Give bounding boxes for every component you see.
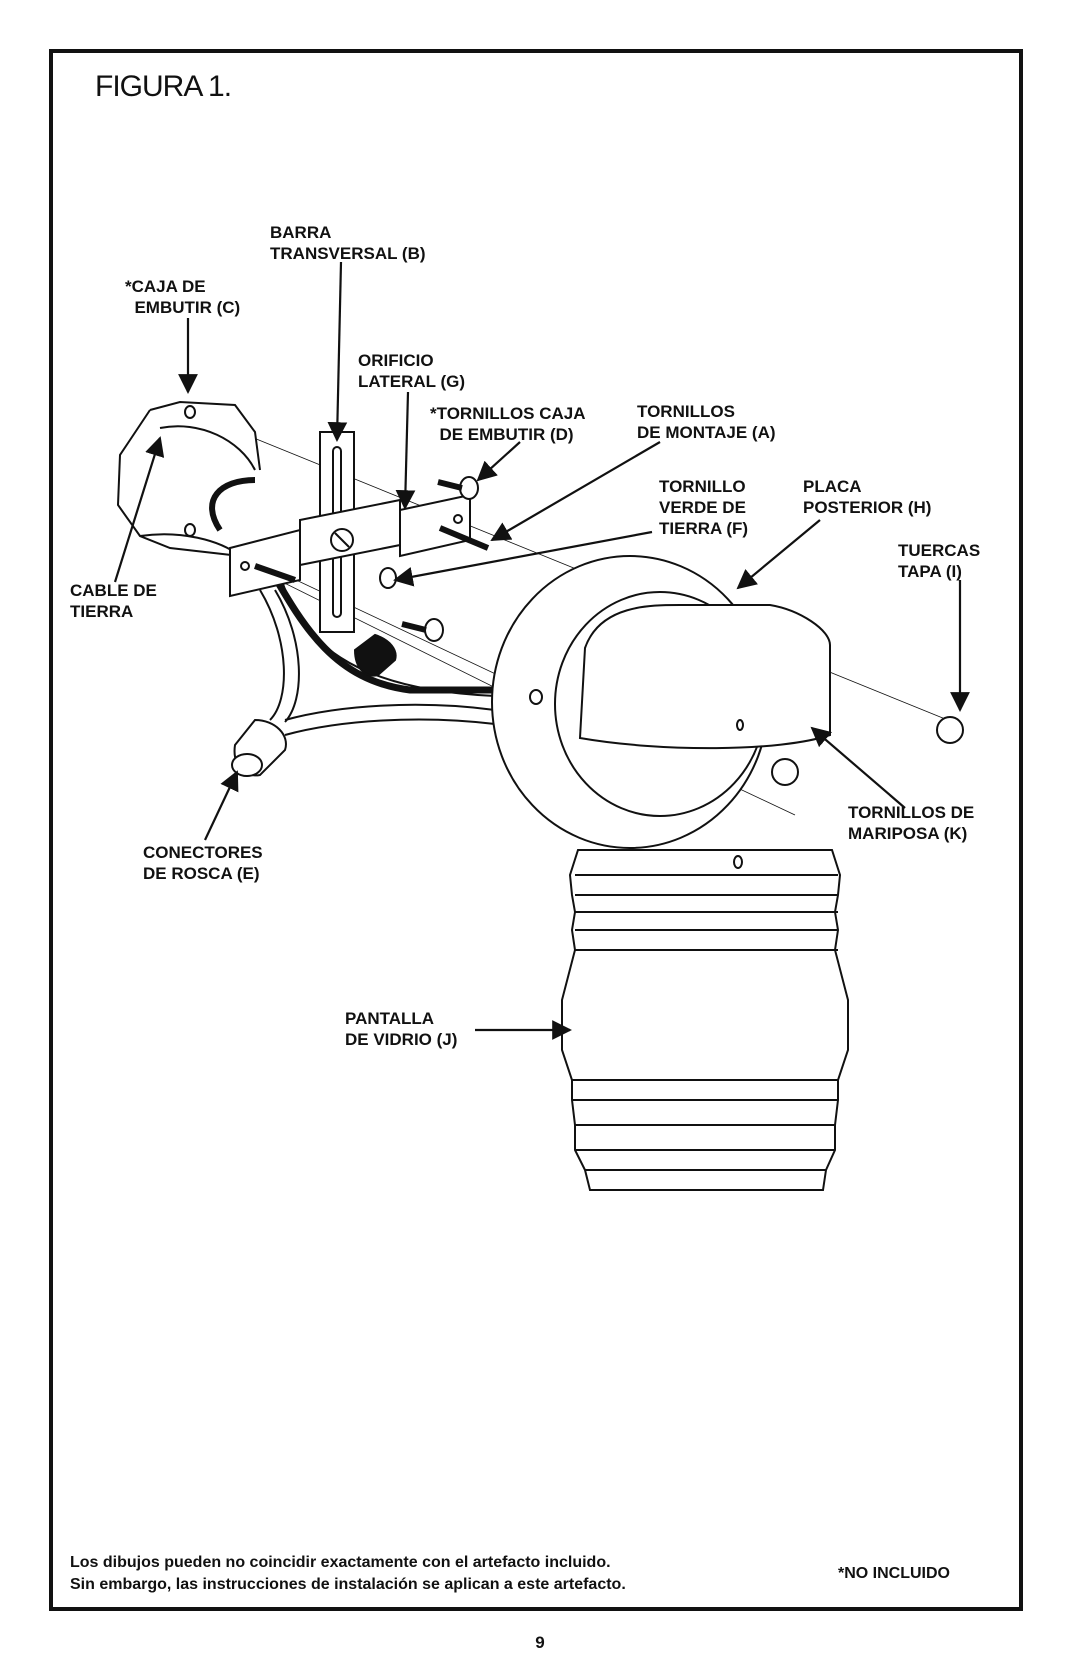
label-placa-posterior: PLACA POSTERIOR (H) <box>803 477 932 517</box>
label-barra-transversal: BARRA TRANSVERSAL (B) <box>270 223 426 263</box>
not-included-note: *NO INCLUIDO <box>838 1565 950 1582</box>
label-tornillo-verde: TORNILLO VERDE DE TIERRA (F) <box>659 477 749 538</box>
label-conectores: CONECTORES DE ROSCA (E) <box>143 843 263 883</box>
back-plate <box>491 555 964 849</box>
label-tuercas-tapa: TUERCAS TAPA (I) <box>898 541 981 581</box>
label-caja-de-embutir: *CAJA DE EMBUTIR (C) <box>125 277 241 317</box>
page-number: 9 <box>535 1633 545 1652</box>
wire-connectors <box>231 633 397 777</box>
leader-arrows <box>113 261 970 1040</box>
crossbar <box>229 431 471 633</box>
figure-frame <box>49 49 1023 1611</box>
figure-title: FIGURA 1. <box>95 70 232 103</box>
footnote-line-2: Sin embargo, las instrucciones de instal… <box>70 1576 626 1593</box>
footnote-line-1: Los dibujos pueden no coincidir exactame… <box>70 1554 611 1571</box>
label-cable-de-tierra: CABLE DE TIERRA <box>70 581 157 621</box>
label-tornillos-caja: *TORNILLOS CAJA DE EMBUTIR (D) <box>430 404 586 444</box>
label-orificio-lateral: ORIFICIO LATERAL (G) <box>358 351 466 391</box>
label-tornillos-montaje: TORNILLOS DE MONTAJE (A) <box>637 402 776 442</box>
glass-shade <box>561 849 849 1191</box>
label-tornillos-mariposa: TORNILLOS DE MARIPOSA (K) <box>848 803 975 843</box>
black-wire <box>209 477 256 532</box>
label-pantalla: PANTALLA DE VIDRIO (J) <box>345 1009 458 1049</box>
